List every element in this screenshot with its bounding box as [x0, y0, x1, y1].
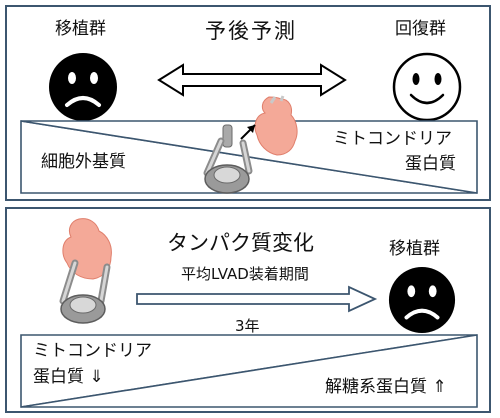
recovery-group-label: 回復群 — [395, 19, 446, 39]
three-years-label: 3年 — [235, 317, 260, 335]
mean-lvad-duration-label: 平均LVAD装着期間 — [181, 265, 309, 283]
double-headed-arrow-icon — [157, 63, 347, 97]
extracellular-matrix-label: 細胞外基質 — [41, 152, 126, 172]
sad-face-icon — [49, 53, 117, 121]
protein-change-panel: タンパク質変化 移植群 平均LVAD装着期間 3年 ミトコンドリア 蛋白質 ⇓ … — [5, 207, 491, 413]
glycolytic-protein-increase-label: 解糖系蛋白質 ⇑ — [325, 377, 447, 397]
bottom-transplant-group-label: 移植群 — [389, 239, 440, 259]
prognosis-panel: 移植群 予後予測 回復群 細胞外基質 ミトコンドリア — [5, 5, 491, 201]
right-arrow-icon — [136, 285, 378, 313]
happy-face-icon — [392, 52, 462, 122]
mitochondrial-protein-decrease-line2: 蛋白質 ⇓ — [33, 367, 104, 387]
mitochondrial-protein-label-line1: ミトコンドリア — [333, 129, 452, 149]
lvad-heart-illustration-bottom — [59, 218, 112, 324]
bottom-protein-wedge-chart — [20, 334, 478, 408]
sad-face-icon-bottom — [388, 266, 456, 334]
mitochondrial-protein-label-line2: 蛋白質 — [405, 154, 456, 174]
glycolytic-increase-wedge — [20, 334, 478, 408]
transplant-group-label: 移植群 — [55, 19, 106, 39]
prognosis-prediction-title: 予後予測 — [205, 19, 297, 43]
mitochondrial-protein-decrease-line1: ミトコンドリア — [33, 341, 152, 361]
lvad-heart-illustration — [203, 95, 298, 194]
protein-change-title: タンパク質変化 — [167, 231, 314, 255]
